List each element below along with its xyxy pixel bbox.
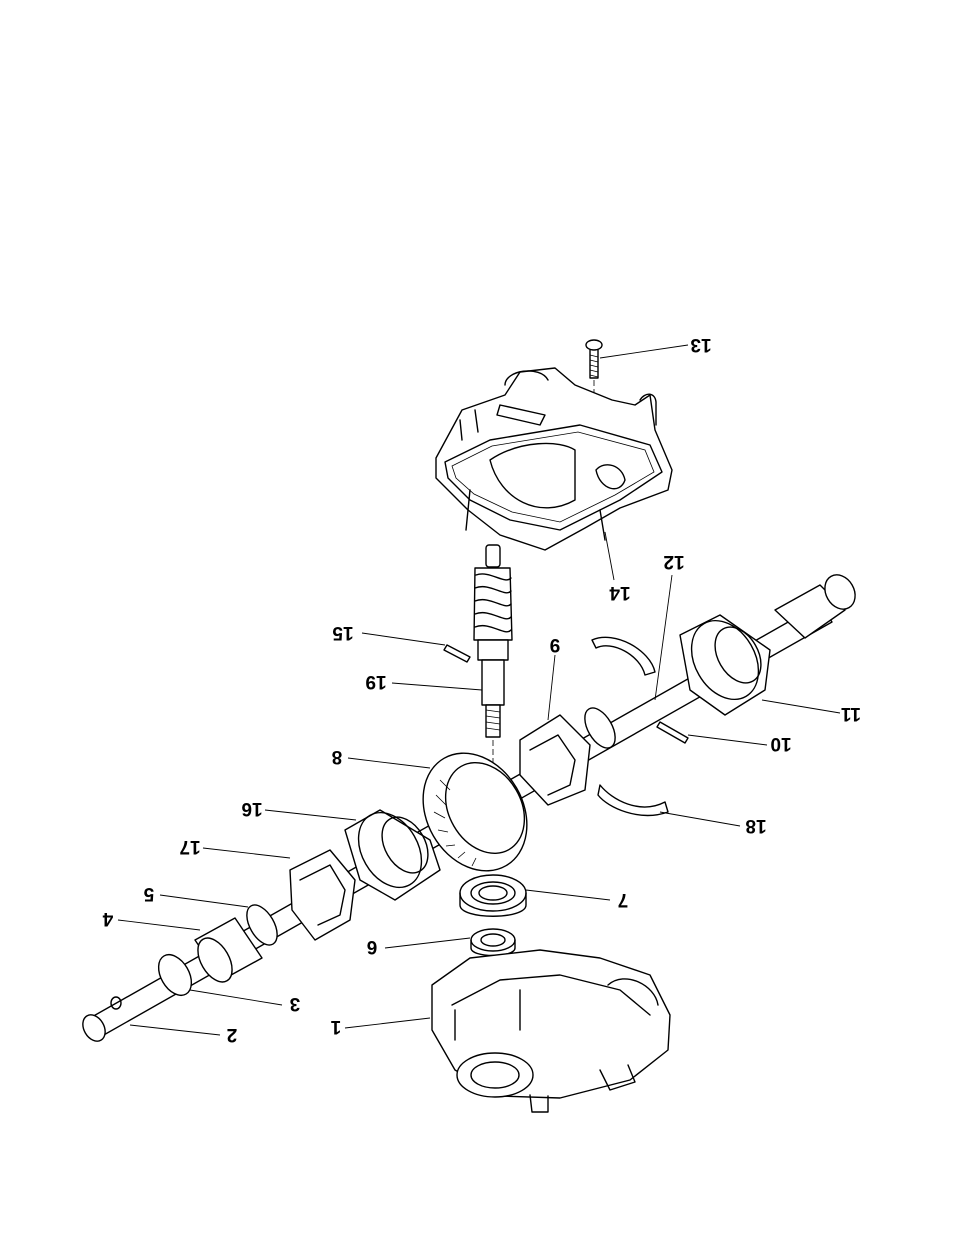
part-1-lower-housing — [432, 950, 670, 1112]
callout-1: 1 — [330, 1016, 341, 1037]
callout-19: 19 — [365, 671, 386, 692]
callout-15: 15 — [332, 622, 354, 643]
callout-14: 14 — [609, 582, 631, 603]
callout-8: 8 — [332, 746, 343, 767]
callout-7: 7 — [618, 889, 629, 910]
callout-16: 16 — [241, 798, 262, 819]
part-6-bearing — [471, 929, 515, 956]
callout-6-lower: 6 — [367, 936, 378, 957]
callout-2: 2 — [227, 1024, 238, 1045]
callout-4: 4 — [102, 908, 113, 929]
callout-9-upper: 9 — [550, 634, 561, 655]
callout-17: 17 — [179, 836, 200, 857]
callout-11: 11 — [841, 703, 862, 724]
callout-5: 5 — [143, 883, 154, 904]
callout-3: 3 — [290, 993, 301, 1014]
part-19-worm-shaft — [474, 545, 512, 765]
part-7-bearing — [460, 875, 526, 916]
callout-12: 12 — [663, 551, 684, 572]
callout-13: 13 — [690, 334, 711, 355]
part-14-upper-housing — [436, 368, 672, 550]
callout-10: 10 — [770, 733, 791, 754]
part-15-pin — [444, 645, 470, 662]
part-10-pin — [657, 722, 688, 743]
callout-18: 18 — [745, 815, 766, 836]
